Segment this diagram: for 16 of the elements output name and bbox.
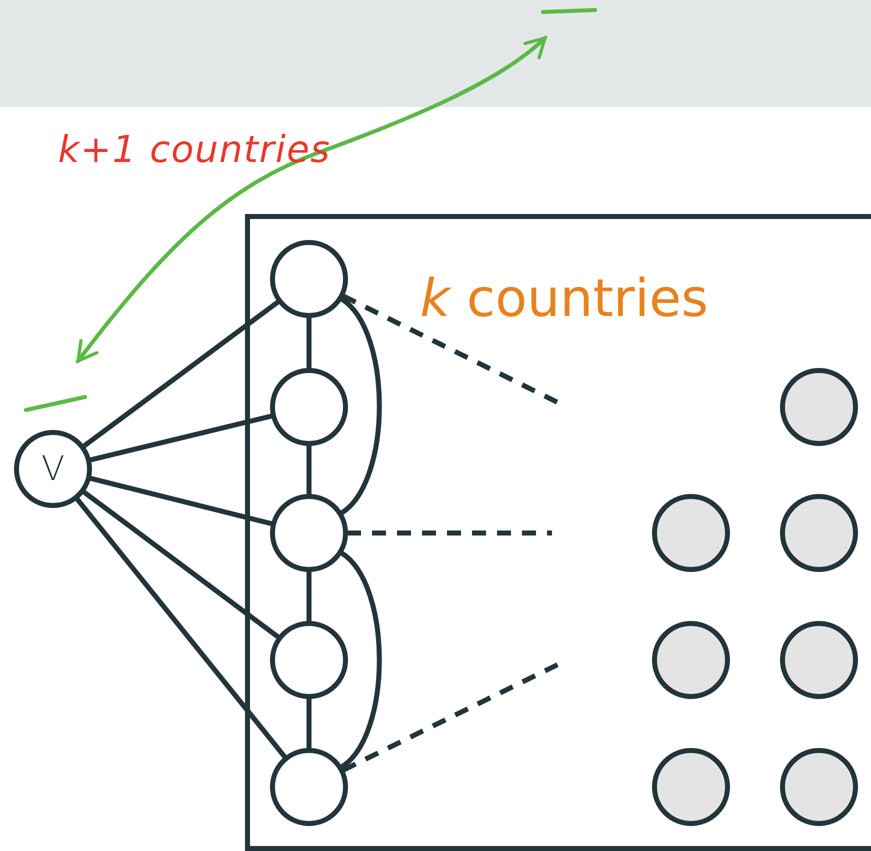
region-box	[245, 214, 871, 851]
curved-line	[340, 297, 382, 515]
connector-line	[306, 317, 312, 369]
connector-line	[306, 571, 312, 622]
double-arrow	[76, 36, 547, 363]
curved-line	[340, 551, 382, 769]
connector-line	[306, 445, 312, 495]
region-label: k countries	[420, 271, 708, 328]
connector-line	[74, 497, 288, 759]
vertex-label: V	[40, 452, 66, 486]
edge-label: k+1 countries	[58, 128, 331, 171]
connector-line	[306, 698, 312, 749]
dashed-line	[347, 530, 552, 536]
connector-line	[82, 490, 280, 640]
connector-line	[82, 300, 280, 448]
header-band	[0, 0, 871, 107]
